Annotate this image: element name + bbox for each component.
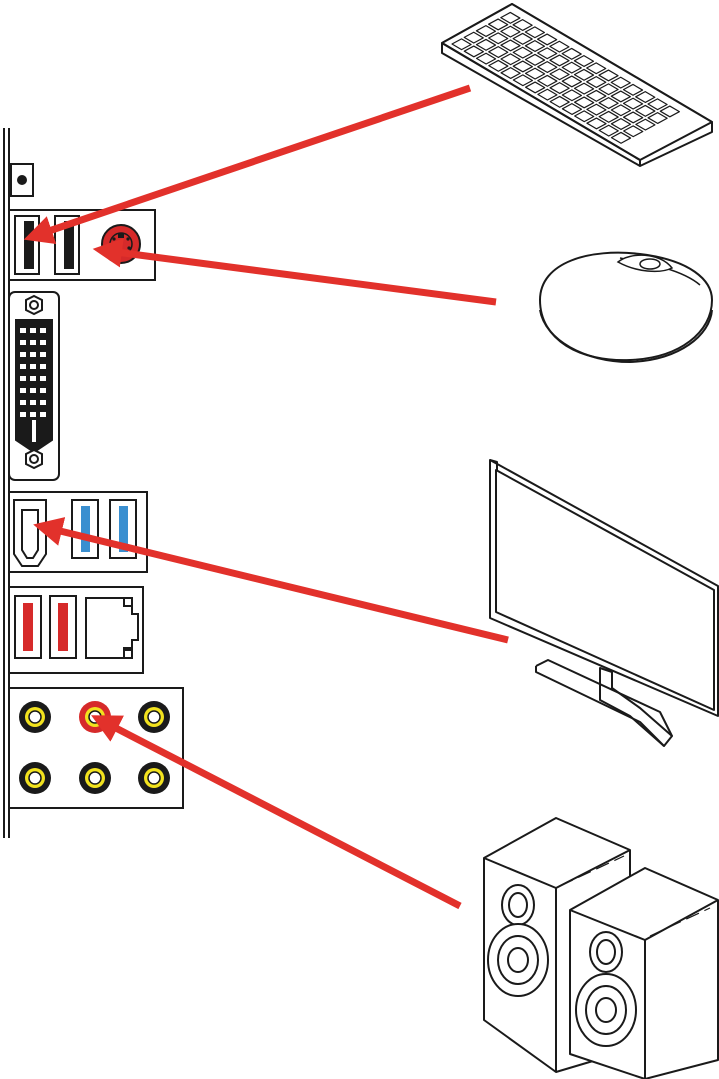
audio-jack-icon <box>138 701 170 733</box>
monitor-icon <box>490 460 718 746</box>
mouse-icon <box>540 253 712 362</box>
dvi-screw-icon <box>26 296 42 314</box>
speaker-arrow <box>112 726 460 906</box>
mouse-arrow <box>116 252 496 302</box>
usb-3-red-port-icon <box>15 596 41 658</box>
io-panel <box>4 128 183 838</box>
usb-3-red-port-icon <box>50 596 76 658</box>
hdmi-port-icon <box>14 500 46 566</box>
keyboard-icon <box>442 4 712 166</box>
lan-port-icon <box>86 598 138 658</box>
audio-jack-icon <box>19 762 51 794</box>
audio-jack-icon <box>19 701 51 733</box>
usb-2-port-icon <box>15 216 39 274</box>
usb-3-port-icon <box>72 500 98 558</box>
audio-jack-icon <box>138 762 170 794</box>
keyboard-arrow <box>46 88 470 232</box>
audio-jack-icon <box>79 762 111 794</box>
audio-line-out-port-icon <box>79 701 111 733</box>
dvi-port-icon <box>16 320 52 452</box>
reset-button-icon <box>11 164 33 196</box>
speakers-icon <box>484 818 718 1079</box>
dvi-screw-icon <box>26 450 42 468</box>
